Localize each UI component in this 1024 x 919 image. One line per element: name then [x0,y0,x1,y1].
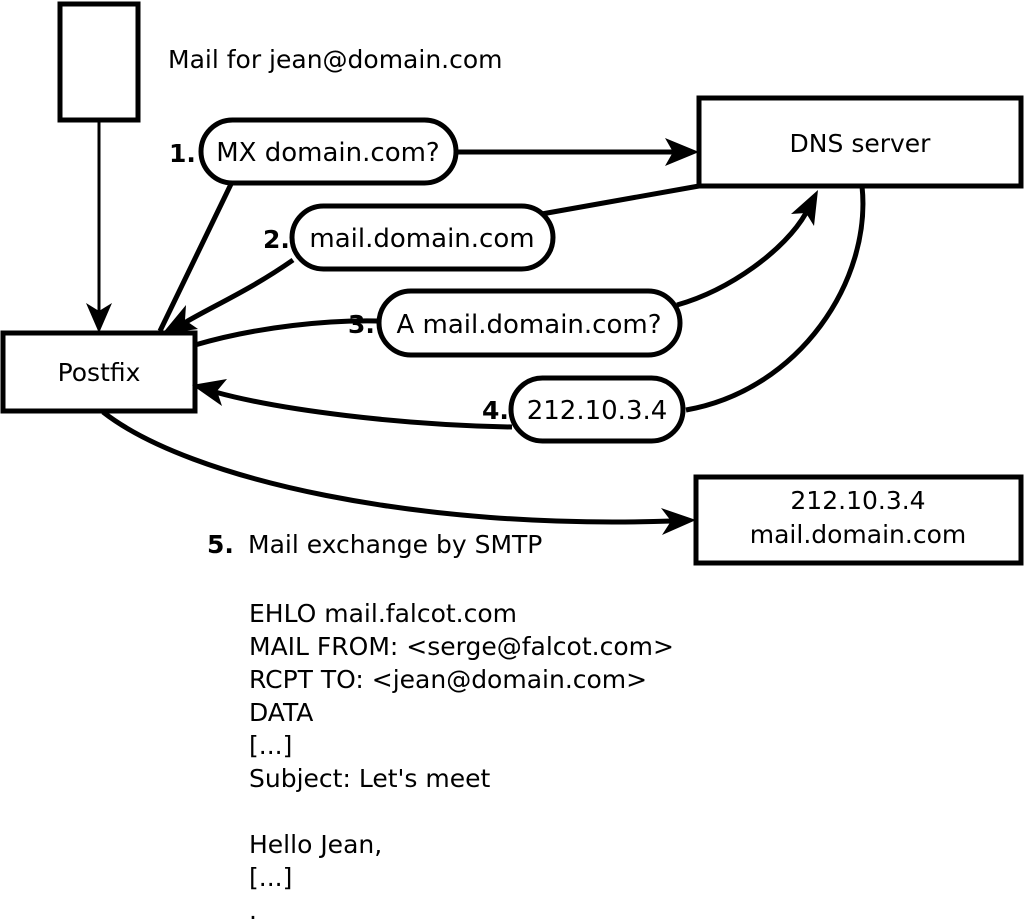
step-3-label: A mail.domain.com? [397,310,662,340]
arrowhead-postfix-to-target [661,508,696,535]
edge-postfix-step1 [157,180,235,333]
step-4-bubble: 212.10.3.4 [508,375,686,444]
transcript-line: Hello Jean, [249,830,382,859]
edge-dns-to-step2 [535,183,700,218]
postfix-node: Postfix [0,330,198,414]
step-2-number: 2. [263,225,290,254]
edge-step4-to-postfix [192,379,513,430]
step-3-number: 3. [348,310,375,339]
transcript-line: DATA [249,698,313,727]
edge-sender-to-postfix [86,120,112,333]
step-3-bubble: A mail.domain.com? [376,288,683,358]
edge-dns-to-step4 [685,185,866,413]
step-4-label: 212.10.3.4 [527,396,668,426]
postfix-label: Postfix [58,358,141,387]
arrowhead-step1-to-dns [665,138,699,166]
arrowhead-step3-to-dns [791,190,818,226]
dns-server-node: DNS server [696,95,1024,189]
arrowhead-step2-to-postfix [162,305,198,334]
transcript-line: [...] [249,731,292,760]
edge-step1-to-dns [458,138,699,166]
transcript-line: Subject: Let's meet [249,764,490,793]
dns-server-label: DNS server [790,129,932,158]
step-5-label: Mail exchange by SMTP [248,530,542,559]
step-4-number: 4. [482,396,509,425]
step-1-label: MX domain.com? [216,138,439,168]
smtp-transcript: EHLO mail.falcot.com MAIL FROM: <serge@f… [249,599,674,919]
target-server-ip: 212.10.3.4 [790,486,925,515]
transcript-line: MAIL FROM: <serge@falcot.com> [249,632,674,661]
target-server-hostname: mail.domain.com [750,520,966,549]
edge-postfix-to-target [101,410,696,535]
step-1-bubble: MX domain.com? [198,117,459,186]
edge-step3-to-dns [676,190,818,308]
mail-for-note: Mail for jean@domain.com [168,45,503,74]
arrowhead-step4-to-postfix [192,379,227,406]
transcript-line: [...] [249,863,292,892]
transcript-line: RCPT TO: <jean@domain.com> [249,665,647,694]
step-2-bubble: mail.domain.com [289,203,556,272]
transcript-line: EHLO mail.falcot.com [249,599,517,628]
edge-step2-to-postfix [162,257,295,334]
sender-box [57,1,141,123]
transcript-line: . [249,896,257,919]
step-2-label: mail.domain.com [309,224,534,254]
step-1-number: 1. [169,139,196,168]
arrowhead-sender-to-postfix [86,303,112,333]
edge-postfix-to-step3 [194,318,379,348]
step-5-number: 5. [207,530,234,559]
target-server-node: 212.10.3.4 mail.domain.com [693,474,1024,566]
